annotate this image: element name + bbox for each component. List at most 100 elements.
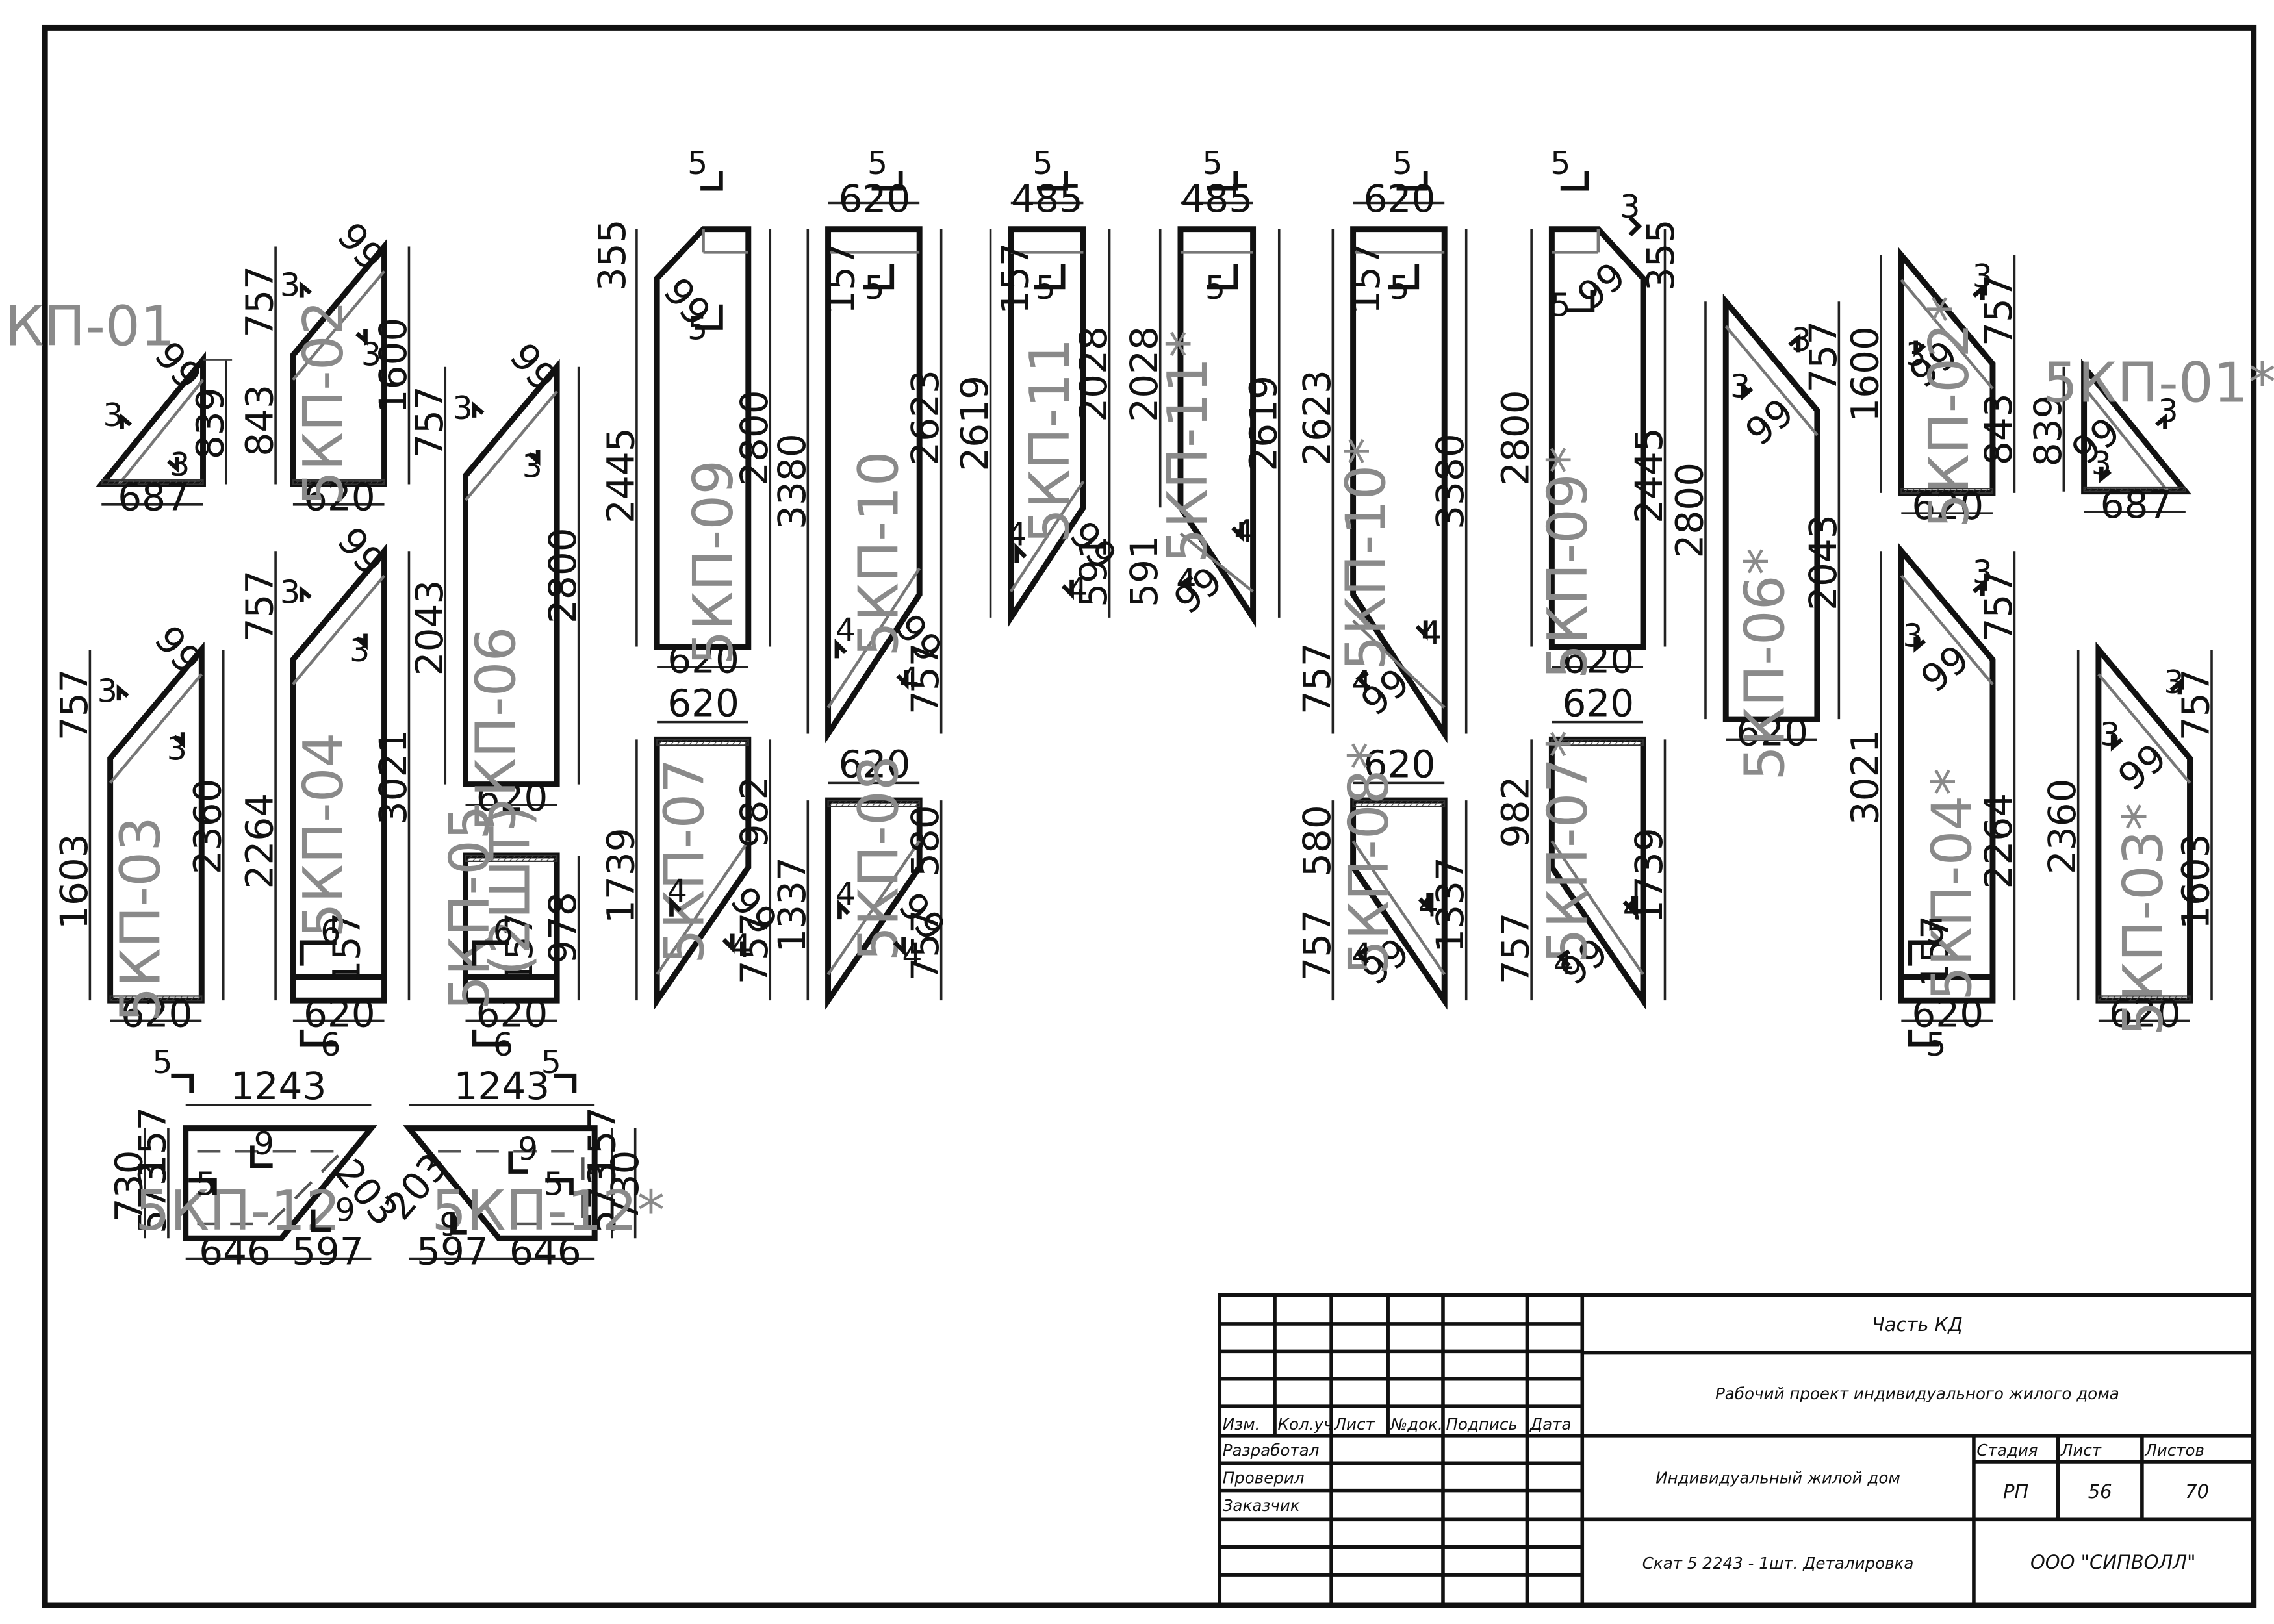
- tb-header-izm: Изм.: [1223, 1415, 1260, 1434]
- dim-length: 1243: [454, 1064, 550, 1108]
- section-number: 3: [2164, 663, 2184, 701]
- tb-header-ndok: №док.: [1390, 1415, 1443, 1434]
- tb-company: ООО "СИПВОЛЛ": [2030, 1551, 2195, 1573]
- panel-5kp-06-mirror: 757 2800 2043 620 99 5КП-06* 3 3: [1668, 294, 1845, 781]
- dim-lower: 1603: [2174, 833, 2218, 930]
- section-number: 3: [1973, 553, 1993, 590]
- dim-width: 620: [667, 638, 739, 682]
- dim-lower: 843: [238, 385, 282, 457]
- section-number: 5: [544, 1165, 564, 1202]
- title-block: Изм. Кол.уч. Лист №док. Подпись Дата Раз…: [1218, 1293, 2256, 1607]
- panel-outline: [290, 542, 387, 1004]
- section-number: 5: [1392, 144, 1412, 182]
- tb-header-data: Дата: [1529, 1415, 1572, 1434]
- panel-5kp-11-mirror: 485 2028 2619 591 99 5КП-11* 5 5 4 4: [1122, 144, 1285, 628]
- section-number: 5: [867, 144, 888, 182]
- dim-upper: 355: [590, 219, 634, 291]
- panel-label: 5КП-07: [653, 759, 717, 964]
- panel-label: 5КП-12*: [431, 1179, 665, 1243]
- dim-upper: 757: [52, 668, 96, 741]
- section-number: 5: [1550, 144, 1570, 182]
- panel-5kp-09-mirror: 355 2800 2445 620 99 5КП-09* 5 5 3: [1494, 144, 1683, 682]
- panel-label: 5КП-03*: [2112, 803, 2176, 1036]
- section-number: 3: [2100, 715, 2120, 753]
- panel-label: 5КП-07*: [1536, 730, 1600, 963]
- section-number: 5: [864, 269, 884, 307]
- section-number: 3: [452, 389, 472, 427]
- dim-width: 620: [1911, 484, 1984, 528]
- dim-cap: 157: [993, 242, 1038, 314]
- panel-label: 5КП-01*: [2043, 351, 2274, 415]
- dim-upper: 2623: [1295, 370, 1339, 466]
- section-number: 5: [1550, 286, 1570, 324]
- section-number: 3: [1973, 257, 1993, 295]
- section-number: 4: [731, 927, 751, 965]
- dim-height: 730: [603, 1150, 647, 1223]
- section-number: 4: [1351, 936, 1372, 974]
- dim-height: 839: [188, 387, 233, 459]
- section-number: 6: [493, 913, 513, 950]
- section-number: 5: [1389, 269, 1409, 307]
- section-number: 3: [2091, 444, 2112, 482]
- panel-label: 5КП-10: [847, 451, 912, 656]
- section-number: 4: [1067, 570, 1088, 608]
- panel-5kp-01-mirror: 839 687 99 5КП-01* 3 3: [2026, 351, 2274, 527]
- dim-height: 839: [2026, 395, 2070, 467]
- panel-label: 5КП-02: [292, 300, 356, 505]
- dim-width: 620: [476, 991, 548, 1035]
- dim-width: 620: [121, 991, 193, 1035]
- dim-height: 2800: [732, 390, 776, 486]
- dim-upper: 580: [903, 805, 947, 877]
- dim-upper: 2028: [1071, 326, 1116, 422]
- dim-lower: 573: [130, 1161, 174, 1234]
- section-number: 4: [1418, 887, 1438, 924]
- section-number: 3: [1906, 336, 1926, 374]
- panel-5kp-06: 99 757 2043 2800 620 5КП-06 3 3: [407, 335, 585, 832]
- section-number: 4: [1422, 614, 1442, 652]
- panel-5kp-02: 99 757 843 1600 620 5КП-02 3 3: [238, 214, 415, 520]
- dim-lower: 1603: [52, 833, 96, 930]
- dim-lower: 757: [903, 909, 947, 982]
- dim-height: 2360: [2040, 778, 2084, 874]
- section-number: 3: [167, 730, 187, 768]
- panel-label: 5КП-10*: [1335, 437, 1399, 670]
- panel-outline: [1177, 226, 1257, 628]
- section-number: 4: [1351, 663, 1372, 701]
- dim-width: 485: [1181, 177, 1253, 221]
- section-number: 3: [97, 672, 118, 709]
- panel-5kp-12: 1243 157 573 730 646 597 203 5КП-12 5 5 …: [107, 1043, 407, 1274]
- dim-width: 687: [118, 476, 190, 520]
- dim-height: 2360: [185, 778, 229, 874]
- panel-5kp-10: 620 157 3380 2623 757 99 5КП-10 5 5 4 4: [770, 144, 952, 744]
- dim-lower: 573: [580, 1161, 624, 1234]
- panel-label: 5КП-02*: [1917, 295, 1982, 528]
- dim-width: 485: [1011, 177, 1083, 221]
- dim-width: 687: [2101, 483, 2173, 527]
- section-number: 5: [1202, 144, 1222, 182]
- panel-outline: [1008, 226, 1086, 628]
- dim-height: 2800: [1668, 463, 1712, 559]
- dim-lower: 2043: [407, 580, 452, 676]
- section-number: 3: [1620, 188, 1640, 225]
- tb-stage-label: Стадия: [1976, 1441, 2038, 1460]
- tb-header-list: Лист: [1334, 1415, 1375, 1434]
- dim-width: 620: [303, 476, 376, 520]
- dim-upper: 757: [407, 386, 452, 458]
- dim-upper: 757: [1801, 321, 1845, 393]
- section-number: 3: [1791, 321, 1811, 359]
- dim-cap: 157: [1913, 915, 1957, 987]
- panel-outline: [1722, 294, 1820, 722]
- dim-upper: 2623: [903, 370, 947, 466]
- dim-upper: 757: [238, 266, 282, 338]
- panel-5kp-07-mirror: 620 982 1739 757 99 5КП-07* 4 4: [1494, 681, 1671, 1010]
- section-number: 5: [1205, 269, 1225, 307]
- section-number: 9: [439, 1206, 459, 1243]
- section-number: 3: [1730, 368, 1750, 405]
- dim-upper: 982: [1494, 776, 1538, 848]
- tb-sheets-label: Листов: [2144, 1441, 2204, 1460]
- panel-5kp-08-mirror: 620 580 1337 757 99 5КП-08* 4 4: [1295, 742, 1472, 1010]
- section-number: 5: [1036, 269, 1056, 307]
- panel-label: 5КП-09*: [1536, 446, 1600, 679]
- panel-label: 5КП-11: [1018, 338, 1082, 543]
- dim-width: 620: [667, 681, 739, 726]
